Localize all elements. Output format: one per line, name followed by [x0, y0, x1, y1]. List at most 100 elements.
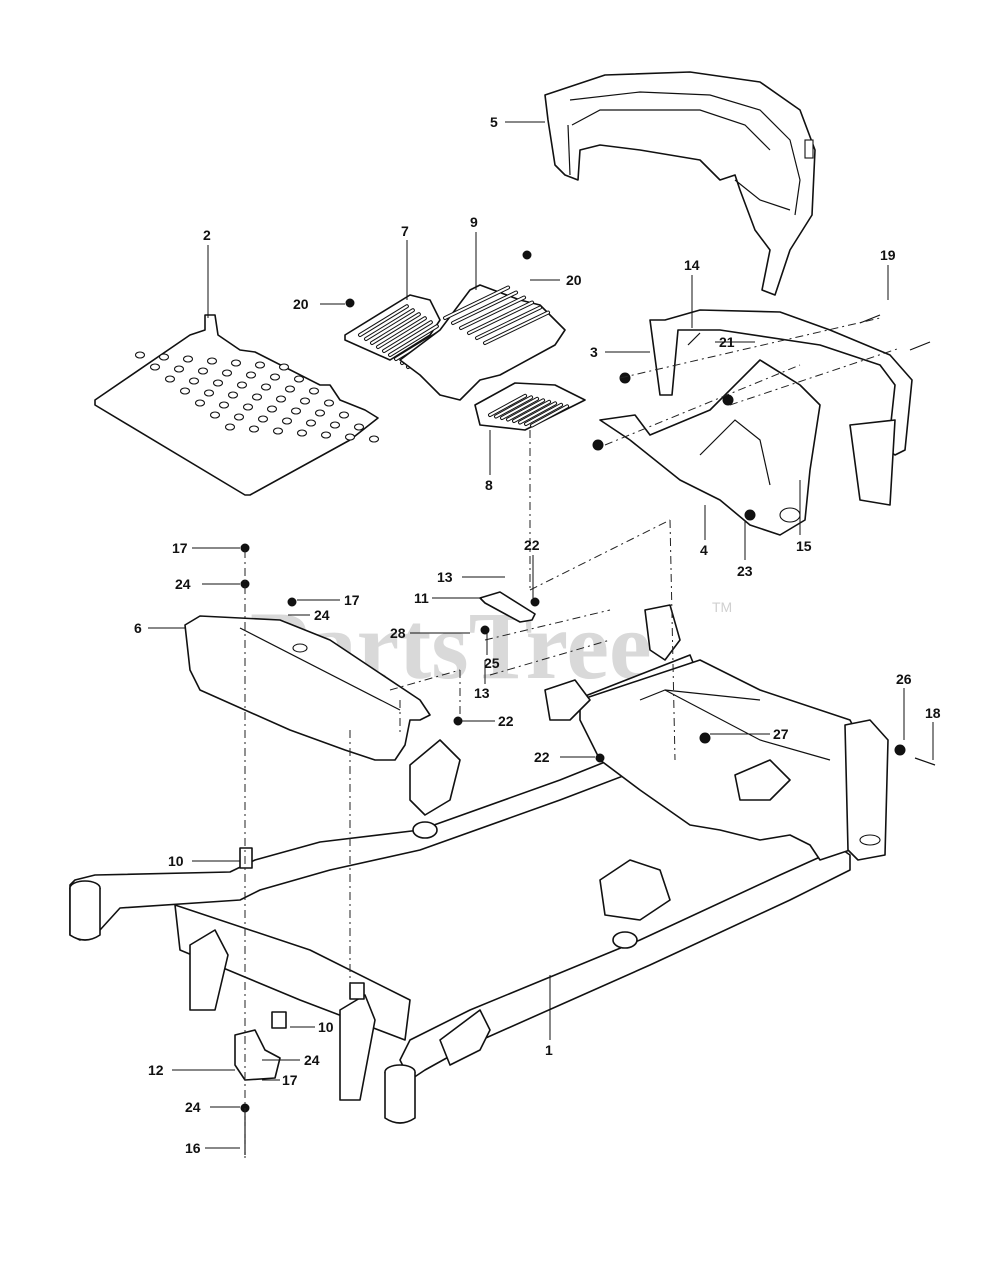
- floor-hole: [134, 351, 146, 359]
- callout-23: 23: [737, 563, 753, 579]
- floor-hole: [284, 385, 296, 393]
- callout-24-lower: 24: [304, 1052, 320, 1068]
- callout-5: 5: [490, 114, 498, 130]
- floor-hole: [158, 353, 170, 361]
- callout-27: 27: [773, 726, 789, 742]
- callout-3: 3: [590, 344, 598, 360]
- callout-22-top: 22: [524, 537, 540, 553]
- floor-hole: [233, 413, 245, 421]
- callout-10-bottom: 10: [318, 1019, 334, 1035]
- part-11-bracket: [479, 591, 536, 623]
- callout-6: 6: [134, 620, 142, 636]
- floor-hole: [188, 377, 200, 385]
- callout-11: 11: [414, 590, 429, 606]
- floor-hole: [224, 423, 236, 431]
- floor-hole: [344, 433, 356, 441]
- floor-hole: [329, 421, 341, 429]
- callout-1: 1: [545, 1042, 553, 1058]
- callout-14: 14: [684, 257, 700, 273]
- floor-hole: [251, 393, 263, 401]
- callout-25: 25: [484, 655, 500, 671]
- plate-slot: [444, 286, 510, 319]
- callout-9: 9: [470, 214, 478, 230]
- plate-slot: [377, 317, 426, 348]
- floor-hole: [221, 369, 233, 377]
- floor-hole: [290, 407, 302, 415]
- floor-hole: [164, 375, 176, 383]
- plate-slot: [460, 296, 526, 329]
- callout-labels: 5 7 9 20 20 2 14 19 3 21 8 4 15 23 17 24…: [134, 114, 941, 1156]
- plate-slot: [519, 402, 557, 424]
- callout-24-top: 24: [175, 576, 191, 592]
- callout-leaders: [148, 121, 934, 1149]
- floor-hole: [296, 429, 308, 437]
- plate-slot: [371, 313, 420, 344]
- floor-hole: [305, 419, 317, 427]
- plate-slot: [531, 405, 569, 427]
- floor-hole: [266, 405, 278, 413]
- callout-12: 12: [148, 1062, 164, 1078]
- floor-hole: [227, 391, 239, 399]
- floor-hole: [218, 401, 230, 409]
- plate-slot: [495, 396, 533, 418]
- plate-slot: [359, 305, 408, 336]
- part-6-front-cover: [184, 615, 431, 761]
- plate-slot: [476, 306, 542, 339]
- floor-hole: [248, 425, 260, 433]
- part-8-foot-plate: [474, 382, 586, 431]
- part-5-rear-fender: [544, 71, 816, 296]
- part-9-base-plate: [399, 284, 566, 401]
- callout-22-mid: 22: [498, 713, 514, 729]
- floor-plate-holes: [134, 351, 380, 443]
- callout-2: 2: [203, 227, 211, 243]
- plate-slot: [489, 394, 527, 416]
- callout-17-mid: 17: [344, 592, 360, 608]
- callout-20-left: 20: [293, 296, 309, 312]
- callout-28: 28: [390, 625, 406, 641]
- foot-plate-8-slots: [488, 393, 570, 428]
- callout-13-top: 13: [437, 569, 453, 585]
- floor-hole: [173, 365, 185, 373]
- floor-hole: [230, 359, 242, 367]
- floor-hole: [338, 411, 350, 419]
- floor-hole: [308, 387, 320, 395]
- floor-hole: [272, 427, 284, 435]
- floor-hole: [278, 363, 290, 371]
- floor-hole: [368, 435, 380, 443]
- watermark-trademark: TM: [712, 599, 732, 615]
- plate-slot: [525, 403, 563, 425]
- floor-hole: [260, 383, 272, 391]
- floor-hole: [212, 379, 224, 387]
- floor-hole: [299, 397, 311, 405]
- callout-18: 18: [925, 705, 941, 721]
- floor-hole: [206, 357, 218, 365]
- plate-slot: [507, 399, 545, 421]
- callout-20-right: 20: [566, 272, 582, 288]
- callout-19: 19: [880, 247, 896, 263]
- callout-7: 7: [401, 223, 409, 239]
- floor-hole: [353, 423, 365, 431]
- plate-slot: [501, 397, 539, 419]
- floor-hole: [194, 399, 206, 407]
- callout-15: 15: [796, 538, 812, 554]
- floor-hole: [275, 395, 287, 403]
- floor-hole: [209, 411, 221, 419]
- plate-slot: [468, 301, 534, 334]
- assembly-dashed-lines: [244, 317, 901, 1160]
- callout-17-bottom: 17: [282, 1072, 298, 1088]
- plate-slot: [389, 325, 438, 356]
- plate-slot: [365, 309, 414, 340]
- floor-hole: [293, 375, 305, 383]
- floor-hole: [197, 367, 209, 375]
- floor-hole: [179, 387, 191, 395]
- floor-hole: [236, 381, 248, 389]
- floor-hole: [203, 389, 215, 397]
- plate-slot: [513, 400, 551, 422]
- part-1-main-frame: [69, 604, 889, 1124]
- callout-24-bottom: 24: [185, 1099, 201, 1115]
- floor-hole: [269, 373, 281, 381]
- floor-hole: [314, 409, 326, 417]
- callout-13-bottom: 13: [474, 685, 490, 701]
- callout-17-top: 17: [172, 540, 188, 556]
